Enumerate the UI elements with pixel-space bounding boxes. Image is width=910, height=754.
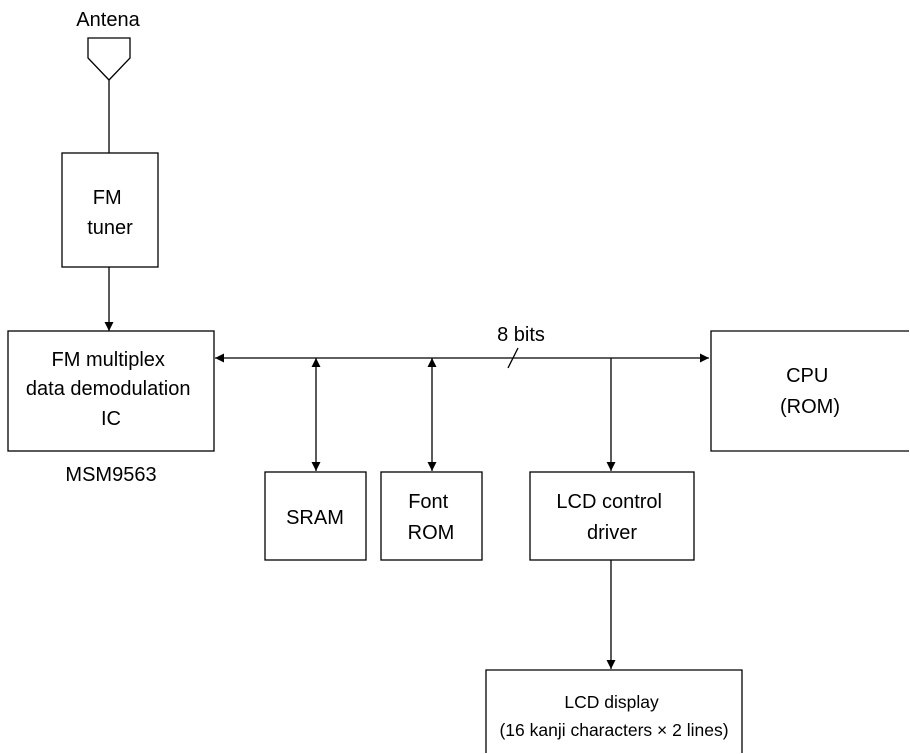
lcd-display-block: LCD display (16 kanji characters × 2 lin… xyxy=(485,669,743,753)
fm-tuner-label-line-1: FM xyxy=(93,187,122,209)
demodulator-part-number: MSM9563 xyxy=(65,464,156,486)
demodulator-label-line-3: IC xyxy=(101,408,121,430)
sram-label: SRAM xyxy=(286,507,344,529)
antenna-icon xyxy=(87,37,131,81)
sram-block: SRAM xyxy=(264,471,367,561)
demodulator-label-line-1: FM multiplex xyxy=(52,349,165,371)
antenna-label: Antena xyxy=(76,9,140,31)
svg-text:FM multiplex data demodu: FM multiplex data demodulation IC xyxy=(26,349,196,430)
font-rom-label-line-2: ROM xyxy=(408,522,455,544)
demodulator-label-line-2: data demodulation xyxy=(26,378,191,400)
lcd-driver-label-line-1: LCD control xyxy=(556,491,662,513)
svg-text:CPU (ROM): CPU (ROM) xyxy=(780,365,840,418)
cpu-label-line-2: (ROM) xyxy=(780,396,840,418)
font-rom-block: Font ROM xyxy=(380,471,483,561)
antenna: Antena xyxy=(76,9,141,81)
svg-text:LCD display (16 kanji ch: LCD display (16 kanji characters × 2 lin… xyxy=(499,692,728,740)
font-rom-label-line-1: Font xyxy=(408,491,448,513)
cpu-block: CPU (ROM) xyxy=(710,330,909,452)
bus-width-label: 8 bits xyxy=(497,324,545,346)
lcd-display-label-line-1: LCD display xyxy=(564,692,659,712)
fm-tuner-block: FM tuner xyxy=(61,152,159,268)
lcd-driver-block: LCD control driver xyxy=(529,471,695,561)
lcd-driver-label-line-2: driver xyxy=(587,522,637,544)
lcd-display-label-line-2: (16 kanji characters × 2 lines) xyxy=(499,720,728,740)
svg-text:LCD control driver: LCD control driver xyxy=(556,491,667,544)
cpu-label-line-1: CPU xyxy=(786,365,828,387)
svg-text:Font ROM: Font ROM xyxy=(408,491,455,544)
bus-width-tick xyxy=(507,347,519,369)
fm-tuner-label-line-2: tuner xyxy=(87,217,133,239)
svg-text:FM tuner: FM tuner xyxy=(87,187,133,239)
demodulator-block: FM multiplex data demodulation IC MSM956… xyxy=(7,330,215,486)
